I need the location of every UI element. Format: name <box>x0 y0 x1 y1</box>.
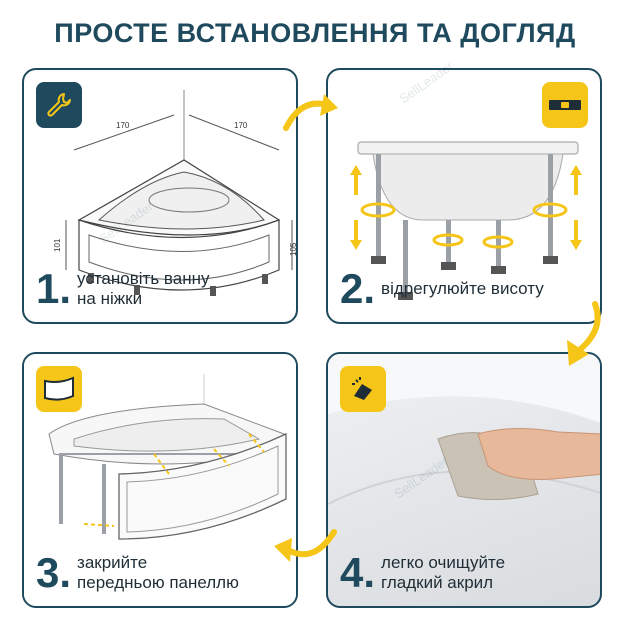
step-1-badge <box>36 82 82 128</box>
dim-height-right: 105 <box>289 242 298 256</box>
step-4-text-line2: гладкий акрил <box>381 573 494 592</box>
step-4-caption: 4. легко очищуйте гладкий акрил <box>340 552 505 594</box>
step-2-number: 2. <box>340 265 376 312</box>
step-card-3: 3. закрийте передньою панеллю <box>22 352 298 608</box>
step-1-text-line1: установіть ванну <box>77 268 210 288</box>
step-card-2: 2. відрегулюйте висоту <box>326 68 602 324</box>
step-3-caption: 3. закрийте передньою панеллю <box>36 552 239 594</box>
step-3-text-line2: передньою панеллю <box>77 573 239 592</box>
step-1-number: 1. <box>36 265 72 312</box>
page-title: ПРОСТЕ ВСТАНОВЛЕННЯ ТА ДОГЛЯД <box>54 18 576 48</box>
dim-side-b: 170 <box>234 121 248 130</box>
step-3-text-line1: закрийте <box>77 552 148 572</box>
wrench-icon <box>47 93 71 117</box>
step-card-4: 4. легко очищуйте гладкий акрил <box>326 352 602 608</box>
arrow-step4-to-step3-icon <box>274 529 337 562</box>
step-3-badge <box>36 366 82 412</box>
step-4-text-line1: легко очищуйте <box>381 552 506 572</box>
level-icon <box>549 100 581 110</box>
arrow-step1-to-step2-icon <box>283 94 338 131</box>
bath-legs-adjust-illustration <box>350 141 582 300</box>
panel-icon <box>44 376 74 401</box>
step-2-caption: 2. відрегулюйте висоту <box>340 268 544 310</box>
arrow-step2-to-step4-icon <box>567 301 601 366</box>
corner-bath-diagram: 170 170 101 105 <box>53 90 298 296</box>
step-4-number: 4. <box>340 549 376 596</box>
step-2-badge <box>542 82 588 128</box>
cleaning-icon <box>352 377 372 400</box>
bath-front-panel-illustration <box>24 354 296 606</box>
step-card-1: 170 170 101 105 1. установіть ванну на н… <box>22 68 298 324</box>
step-4-badge <box>340 366 386 412</box>
step-1-text-line2: на ніжки <box>77 289 143 308</box>
step-2-text-line1: відрегулюйте висоту <box>381 278 544 298</box>
step-1-caption: 1. установіть ванну на ніжки <box>36 268 209 310</box>
cleaning-illustration <box>328 354 600 505</box>
dim-height-left: 101 <box>53 238 62 252</box>
dim-side-a: 170 <box>116 121 130 130</box>
step-3-number: 3. <box>36 549 72 596</box>
